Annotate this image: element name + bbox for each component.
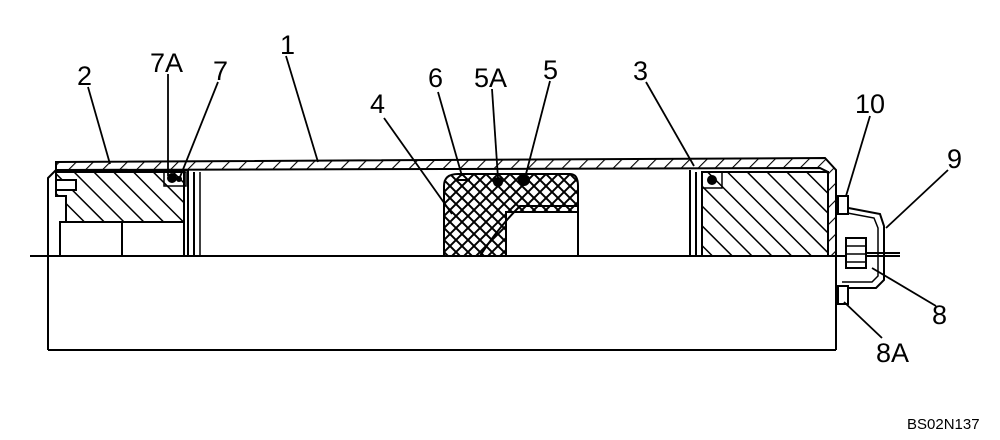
mounting-bracket bbox=[837, 195, 900, 305]
callout-7a: 7A bbox=[150, 48, 183, 78]
callout-6: 6 bbox=[428, 63, 443, 93]
callout-9: 9 bbox=[947, 144, 962, 174]
callout-8: 8 bbox=[932, 300, 947, 330]
callout-3: 3 bbox=[633, 56, 648, 86]
callout-4: 4 bbox=[370, 89, 385, 119]
center-hub bbox=[443, 173, 579, 257]
o-ring-left bbox=[163, 171, 187, 187]
callout-1: 1 bbox=[280, 30, 295, 60]
callout-2: 2 bbox=[77, 61, 92, 91]
callout-5a: 5A bbox=[474, 63, 507, 93]
reference-code: BS02N137 bbox=[907, 416, 980, 433]
callout-10: 10 bbox=[855, 89, 885, 119]
right-end-housing bbox=[689, 170, 829, 257]
leader-lines bbox=[87, 55, 949, 339]
callout-7: 7 bbox=[213, 56, 228, 86]
callout-5: 5 bbox=[543, 55, 558, 85]
callout-8a: 8A bbox=[876, 338, 909, 368]
left-end-housing bbox=[47, 169, 201, 257]
